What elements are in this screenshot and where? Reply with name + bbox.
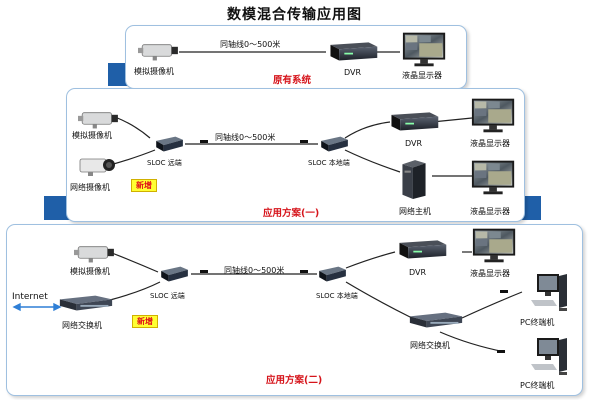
ip-camera-label: 网络摄像机	[70, 183, 110, 192]
lcd-monitor-label: 液晶显示器	[470, 207, 510, 216]
lcd-monitor-icon	[470, 158, 518, 196]
sloc-remote-label: SLOC 远端	[147, 159, 182, 167]
analog-camera-icon	[78, 108, 120, 130]
network-switch-icon	[408, 310, 464, 332]
network-host-icon	[398, 158, 430, 200]
network-switch-label: 网络交换机	[410, 341, 450, 350]
coax-label: 同轴线0～500米	[215, 133, 276, 142]
pc-terminal-label: PC终端机	[520, 381, 555, 390]
sloc-local-label: SLOC 本地端	[308, 159, 350, 167]
existing-system-caption: 原有系统	[273, 75, 312, 86]
lcd-monitor-label: 液晶显示器	[470, 269, 510, 278]
scheme-one-caption: 应用方案(一)	[263, 208, 320, 219]
sloc-remote-icon	[158, 263, 190, 283]
analog-camera-icon	[138, 40, 180, 62]
coax-label: 同轴线0～500米	[224, 266, 285, 275]
pc-terminal-icon	[520, 272, 572, 316]
internet-label: Internet	[12, 292, 48, 302]
coax-label: 同轴线0～500米	[220, 40, 281, 49]
lcd-monitor-icon	[401, 30, 449, 68]
dvr-label: DVR	[344, 68, 362, 77]
diagram-title: 数模混合传输应用图	[227, 7, 362, 23]
lcd-monitor-label: 液晶显示器	[470, 139, 510, 148]
sloc-local-label: SLOC 本地端	[316, 292, 358, 300]
analog-camera-label: 模拟摄像机	[134, 67, 174, 76]
dvr-icon	[396, 236, 448, 262]
network-host-label: 网络主机	[399, 207, 431, 216]
ip-camera-icon	[76, 155, 116, 177]
dvr-icon	[388, 108, 440, 134]
lcd-monitor-label: 液晶显示器	[402, 71, 442, 80]
network-switch-label: 网络交换机	[62, 321, 102, 330]
new-badge: 新增	[132, 315, 158, 328]
lcd-monitor-icon	[470, 96, 518, 134]
sloc-remote-icon	[153, 133, 185, 153]
sloc-local-icon	[316, 263, 348, 283]
pc-terminal-icon	[520, 336, 572, 380]
dvr-label: DVR	[409, 268, 427, 277]
sloc-remote-label: SLOC 远端	[150, 292, 185, 300]
network-switch-icon	[58, 293, 114, 315]
dvr-label: DVR	[405, 139, 423, 148]
new-badge: 新增	[131, 179, 157, 192]
analog-camera-label: 模拟摄像机	[70, 267, 110, 276]
analog-camera-icon	[74, 242, 116, 264]
dvr-icon	[327, 38, 379, 64]
sloc-local-icon	[318, 133, 350, 153]
lcd-monitor-icon	[471, 226, 519, 264]
analog-camera-label: 模拟摄像机	[72, 131, 112, 140]
pc-terminal-label: PC终端机	[520, 318, 555, 327]
scheme-two-caption: 应用方案(二)	[266, 375, 323, 386]
